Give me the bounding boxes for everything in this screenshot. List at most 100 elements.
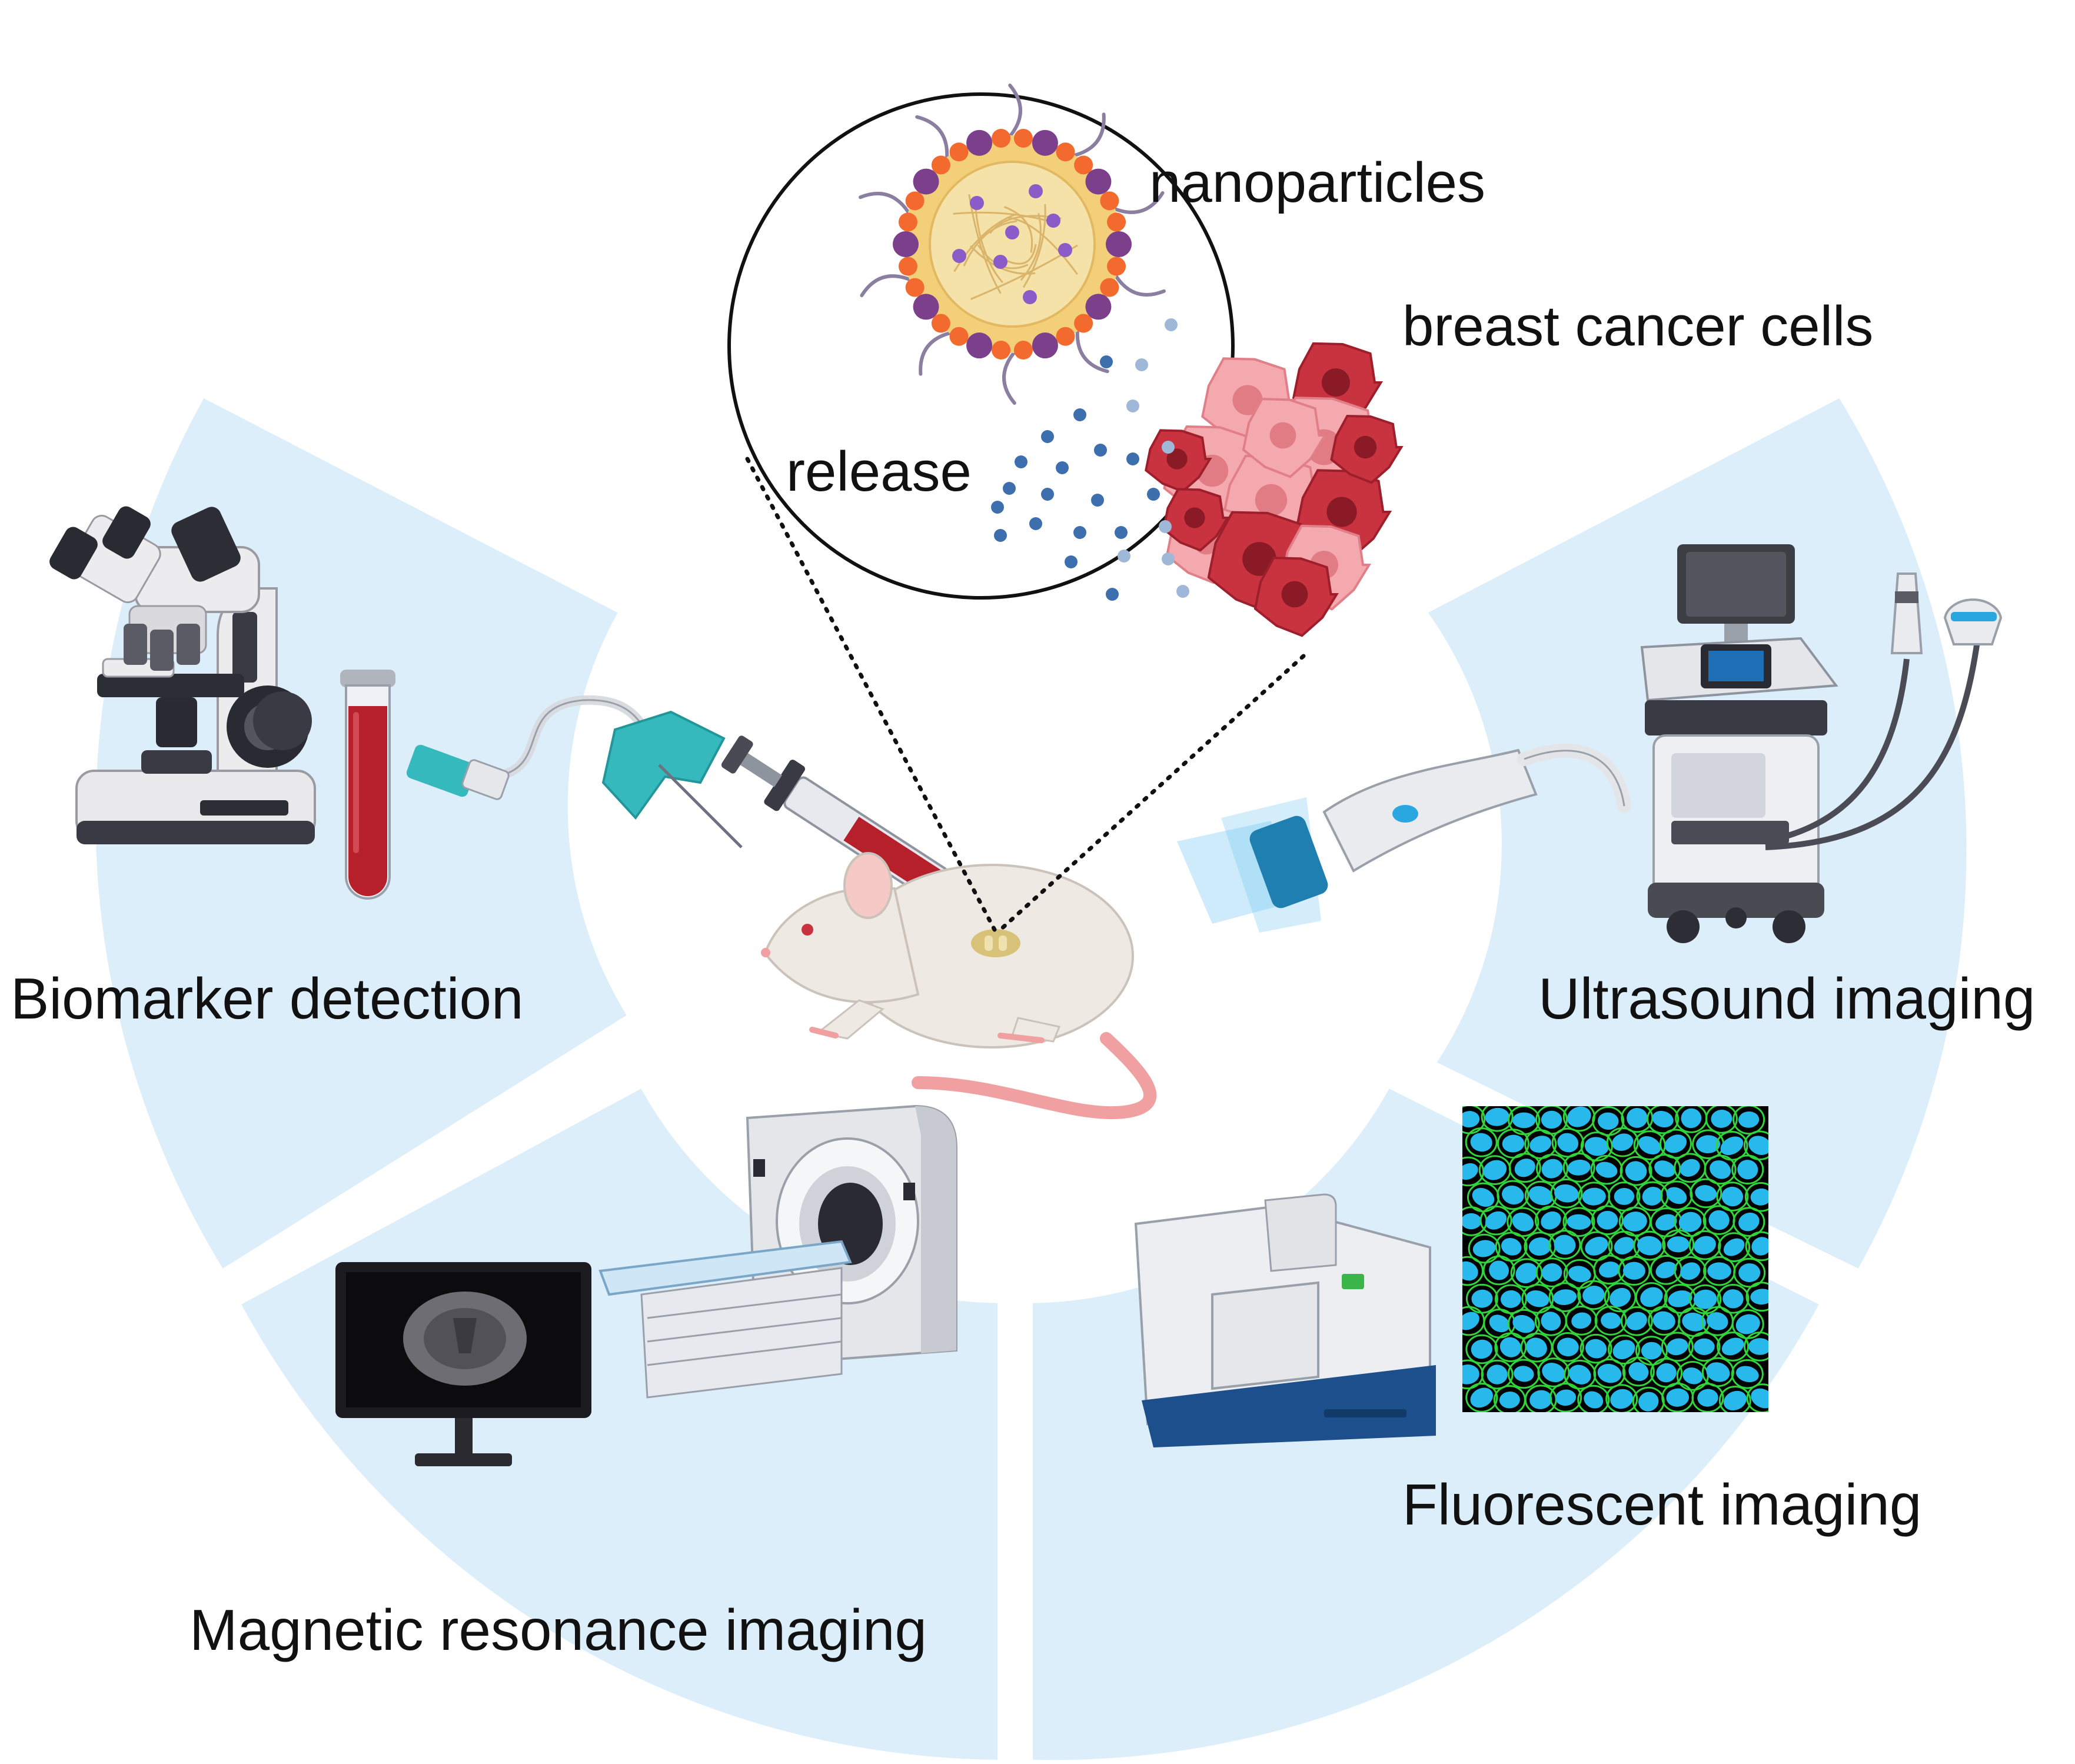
cell-nucleus [1528, 1186, 1553, 1206]
cell-nucleus [1710, 1160, 1731, 1179]
drug-release-dot [1115, 526, 1128, 539]
drug-release-dot [1073, 408, 1086, 421]
cell-nucleus [1694, 1338, 1715, 1355]
drug-release-dot [1091, 494, 1104, 507]
drug-release-dot [1041, 430, 1054, 443]
nanoparticle-ligand [1113, 191, 1165, 214]
cell-nucleus [1485, 1107, 1509, 1126]
drug-release-dot [1162, 441, 1175, 454]
cell-membrane [1606, 1127, 1639, 1157]
cell-membrane [1620, 1156, 1652, 1186]
polymer-strand [1020, 213, 1042, 281]
cell-nucleus [1557, 1337, 1579, 1357]
lipid-head [1074, 155, 1093, 175]
cell-nucleus [1512, 1314, 1535, 1333]
drug-release-dot [1003, 482, 1016, 495]
cell-nucleus [1750, 1289, 1768, 1305]
cell-nucleus [1554, 1184, 1579, 1203]
drug-molecule [952, 249, 966, 263]
cell-membrane [1745, 1231, 1768, 1262]
cell-nucleus [1642, 1186, 1663, 1206]
lipid-head [1074, 314, 1093, 333]
cell-nucleus [1514, 1159, 1535, 1177]
cell-nucleus [1542, 1363, 1565, 1383]
lipid-head [1056, 327, 1075, 346]
cell-membrane [1481, 1359, 1514, 1390]
drug-release-dot [1126, 400, 1139, 412]
drug-release-dot [1029, 517, 1042, 530]
cell-membrane [1733, 1207, 1765, 1237]
cell-membrane [1593, 1358, 1626, 1389]
cell-membrane [1524, 1129, 1557, 1159]
cell-nucleus [1720, 1136, 1744, 1156]
nanoparticle-ligand [1075, 329, 1109, 374]
cell-membrane [1462, 1256, 1484, 1286]
drug-release-dot [1100, 355, 1113, 368]
cell-membrane [1647, 1106, 1680, 1134]
cell-nucleus [1722, 1289, 1744, 1309]
tumor-cells-icon [1145, 342, 1404, 637]
cell-nucleus [1655, 1214, 1677, 1231]
drug-molecule [1058, 243, 1072, 257]
cell-nucleus [1711, 1109, 1733, 1128]
nanoparticle-ligand [1002, 351, 1016, 405]
cell-nucleus [1751, 1237, 1768, 1256]
cell-nucleus [1622, 1262, 1645, 1280]
release-dots [991, 318, 1189, 601]
cell-membrane [1535, 1257, 1568, 1287]
cell-membrane [1674, 1256, 1707, 1286]
cell-membrane [1508, 1153, 1541, 1183]
cell-nucleus [1610, 1287, 1631, 1307]
fluorescence-imager-icon [1134, 1193, 1436, 1447]
cell-nucleus [1571, 1312, 1592, 1329]
cell-membrane [1733, 1257, 1766, 1288]
cell-nucleus [1656, 1363, 1677, 1383]
cell-nucleus [1697, 1389, 1718, 1407]
drug-release-dot [1073, 526, 1086, 539]
drug-release-dot [1147, 488, 1160, 501]
nanoparticle-ligand [1008, 84, 1022, 138]
cell-nucleus [1512, 1213, 1534, 1232]
cell-membrane [1733, 1106, 1765, 1135]
cell-nucleus [1541, 1110, 1562, 1129]
cell-membrane [1691, 1383, 1724, 1412]
label-magnetic-resonance-imaging: Magnetic resonance imaging [189, 1597, 927, 1662]
cell-nucleus [1499, 1337, 1521, 1357]
cell-nucleus [1680, 1159, 1700, 1177]
cell-nucleus [1500, 1290, 1521, 1308]
lipid-head [949, 142, 969, 162]
cell-membrane [1465, 1127, 1498, 1157]
tumor-nucleus [1322, 368, 1350, 397]
cell-nucleus [1555, 1389, 1577, 1406]
cell-nucleus [1723, 1390, 1747, 1411]
cell-membrane [1494, 1332, 1527, 1362]
label-fluorescent-imaging: Fluorescent imaging [1402, 1472, 1921, 1537]
cell-nucleus [1721, 1186, 1743, 1207]
ultrasound-probe-icon [1177, 743, 1631, 933]
cell-nucleus [1499, 1392, 1520, 1409]
cell-nucleus [1557, 1133, 1579, 1153]
drug-release-dot [1094, 444, 1107, 457]
cell-nucleus [1640, 1287, 1663, 1307]
cell-nucleus [1738, 1263, 1761, 1283]
cell-nucleus [1462, 1312, 1479, 1330]
cell-nucleus [1750, 1188, 1768, 1206]
drug-release-dot [994, 529, 1007, 542]
cell-nucleus [1502, 1185, 1524, 1205]
cell-nucleus [1472, 1187, 1495, 1207]
lipid-head [898, 212, 917, 232]
cell-membrane [1549, 1382, 1582, 1412]
cell-membrane [1507, 1207, 1539, 1237]
cell-membrane [1690, 1178, 1722, 1209]
cell-membrane [1580, 1131, 1613, 1161]
cell-membrane [1718, 1232, 1751, 1262]
cell-nucleus [1706, 1362, 1730, 1382]
cell-nucleus [1470, 1387, 1493, 1408]
cell-nucleus [1541, 1263, 1562, 1282]
drug-release-dot [1135, 358, 1148, 371]
cell-membrane [1605, 1384, 1638, 1412]
cell-nucleus [1638, 1392, 1659, 1412]
cell-membrane [1564, 1359, 1597, 1390]
cell-nucleus [1738, 1212, 1760, 1232]
cell-nucleus [1667, 1236, 1690, 1253]
